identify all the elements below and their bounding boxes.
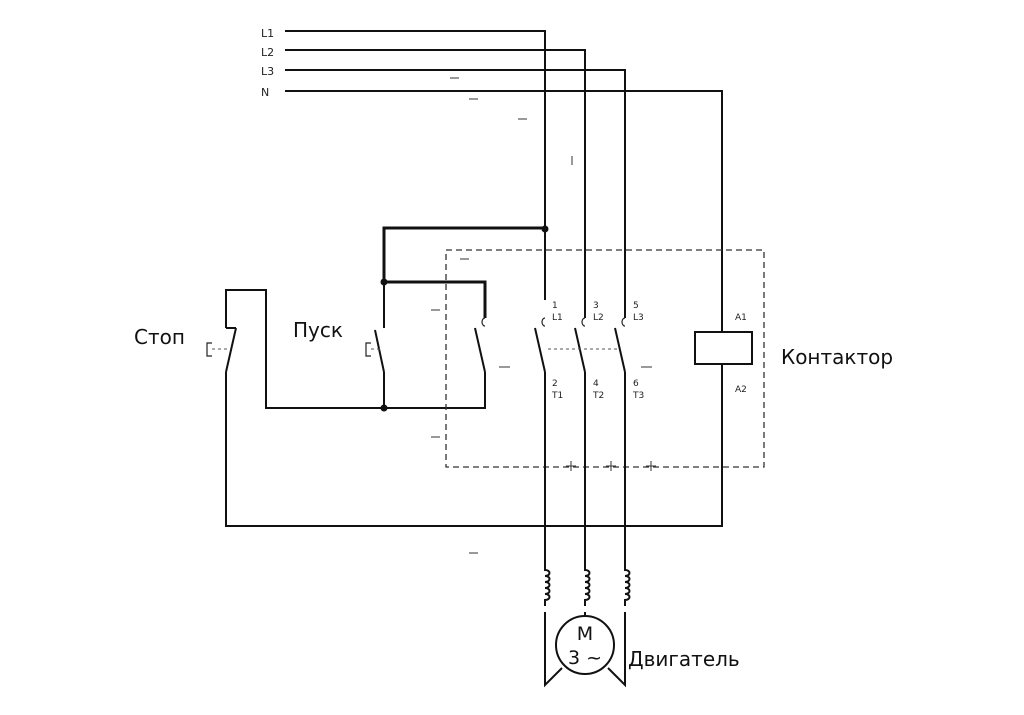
motor-star-left <box>544 612 563 688</box>
wire-holding-return <box>225 289 486 409</box>
terminal-1-number: 1 <box>552 301 558 311</box>
motor-winding-u <box>544 560 551 606</box>
line-label-l3: L3 <box>261 65 274 78</box>
line-label-l2: L2 <box>261 46 274 59</box>
stop-button-actuator <box>206 342 212 357</box>
holding-contact-blade <box>474 327 486 373</box>
motor-letter: M <box>577 623 593 645</box>
terminal-4-number: 4 <box>593 379 599 389</box>
terminal-2-name: T1 <box>551 391 563 401</box>
start-button-blade <box>374 329 385 373</box>
motor-symbol <box>555 615 615 675</box>
motor-label: Двигатель <box>628 647 740 671</box>
terminal-1-name: L1 <box>552 313 563 323</box>
line-label-l1: L1 <box>261 27 274 40</box>
main-contact-2 <box>574 300 586 560</box>
motor-winding-v <box>584 560 591 606</box>
terminal-5-number: 5 <box>633 301 639 311</box>
holding-contact-arc <box>481 317 486 327</box>
coil-terminal-a2: A2 <box>735 385 747 395</box>
stop-button-blade <box>225 327 237 373</box>
wire-l1 <box>285 30 546 228</box>
wire-l2 <box>285 49 586 300</box>
main-contact-1 <box>534 317 546 560</box>
terminal-6-name: T3 <box>632 391 644 401</box>
junction-node-start-bottom <box>380 404 388 412</box>
contactor-enclosure <box>445 249 765 468</box>
start-label: Пуск <box>293 318 343 342</box>
junction-node-l1 <box>541 225 549 233</box>
terminal-6-number: 6 <box>633 379 639 389</box>
terminal-4-name: T2 <box>592 391 604 401</box>
stray-marks <box>431 77 656 554</box>
terminal-3-number: 3 <box>593 301 599 311</box>
wire-n <box>285 90 723 310</box>
start-button-actuator <box>365 342 371 357</box>
terminal-3-name: L2 <box>593 313 604 323</box>
line-label-n: N <box>261 86 269 99</box>
motor-winding-w <box>624 560 631 606</box>
terminal-2-number: 2 <box>552 379 558 389</box>
contactor-coil <box>694 331 753 365</box>
wire-stop-to-coil <box>225 370 723 527</box>
contactor-label: Контактор <box>781 345 893 369</box>
motor-star-right <box>607 612 626 688</box>
wire-holding-contact-top <box>384 280 487 318</box>
wire-control-feed <box>382 226 545 282</box>
motor-phase: 3 ~ <box>568 647 602 669</box>
coil-terminal-a1: A1 <box>735 313 747 323</box>
terminal-5-name: L3 <box>633 313 644 323</box>
wire-l3 <box>285 69 626 300</box>
stop-label: Стоп <box>134 325 185 349</box>
main-contact-3 <box>614 300 626 560</box>
